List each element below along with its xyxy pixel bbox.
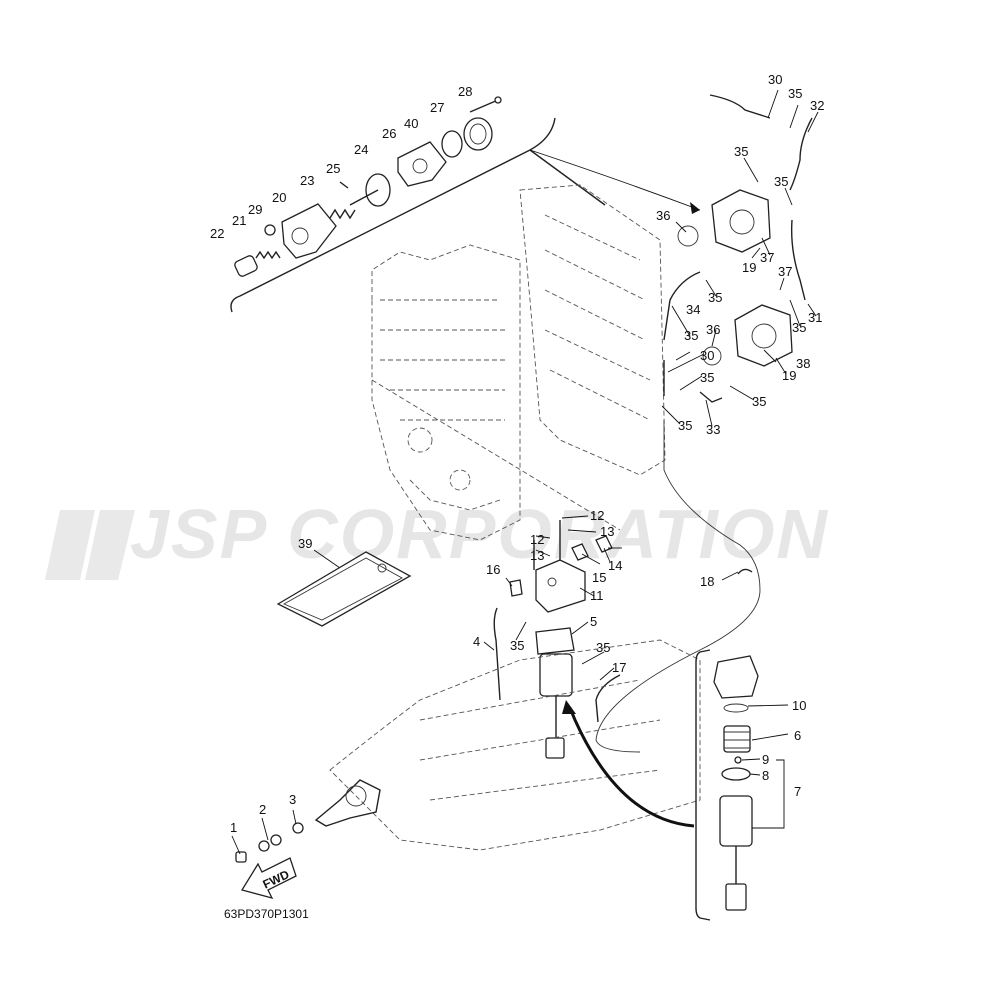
pump-hoses (595, 94, 813, 753)
callout-36a: 36 (656, 208, 670, 223)
callout-15: 15 (592, 570, 606, 585)
callout-35g: 35 (700, 370, 714, 385)
callout-35e: 35 (792, 320, 806, 335)
spring-part (255, 250, 281, 260)
callout-34: 34 (686, 302, 700, 317)
callout-35j: 35 (510, 638, 524, 653)
callout-13a: 13 (530, 548, 544, 563)
lower-unit (314, 639, 701, 851)
drain-parts (231, 809, 304, 863)
pump-body-part (281, 203, 337, 259)
callout-13b: 13 (600, 524, 614, 539)
gasket-part (463, 117, 493, 151)
callout-16: 16 (486, 562, 500, 577)
callout-40: 40 (404, 116, 418, 131)
callout-5: 5 (590, 614, 597, 629)
callout-35i: 35 (678, 418, 692, 433)
callout-6: 6 (794, 728, 801, 743)
callout-7: 7 (794, 784, 801, 799)
nut-part (264, 224, 276, 236)
callout-35h: 35 (752, 394, 766, 409)
callout-37b: 37 (778, 264, 792, 279)
callout-39: 39 (298, 536, 312, 551)
callout-38: 38 (796, 356, 810, 371)
callout-11: 11 (590, 588, 604, 603)
callout-26: 26 (382, 126, 396, 141)
plunger-part (234, 255, 258, 277)
callout-2: 2 (259, 802, 266, 817)
check-disc-part (441, 130, 463, 158)
callout-33: 33 (706, 422, 720, 437)
callout-37a: 37 (760, 250, 774, 265)
callout-35k: 35 (596, 640, 610, 655)
callout-35d: 35 (708, 290, 722, 305)
callout-27: 27 (430, 100, 444, 115)
upper-fuel-pump (677, 189, 771, 253)
callout-30b: 30 (700, 348, 714, 363)
callout-17: 17 (612, 660, 626, 675)
callout-29: 29 (248, 202, 262, 217)
callout-30a: 30 (768, 72, 782, 87)
callout-28: 28 (458, 84, 472, 99)
spring-part-2 (329, 208, 356, 220)
right-leaders (661, 89, 819, 427)
callout-20: 20 (272, 190, 286, 205)
callout-19b: 19 (782, 368, 796, 383)
callout-3: 3 (289, 792, 296, 807)
callout-25: 25 (326, 161, 340, 176)
center-leaders (313, 379, 753, 681)
callout-35f: 35 (684, 328, 698, 343)
drawing-code: 63PD370P1301 (224, 907, 309, 921)
callout-12a: 12 (530, 532, 544, 547)
pump-cover-part (397, 141, 447, 187)
callout-8: 8 (762, 768, 769, 783)
callout-19a: 19 (742, 260, 756, 275)
callout-21: 21 (232, 213, 246, 228)
detail-arrow (562, 700, 695, 828)
watermark-text: JSP CORPORATION (130, 495, 829, 573)
card-part (276, 551, 412, 627)
callout-31: 31 (808, 310, 822, 325)
callout-9: 9 (762, 752, 769, 767)
callout-32: 32 (810, 98, 824, 113)
callout-35c: 35 (774, 174, 788, 189)
cylinder-head (519, 184, 666, 476)
callout-22: 22 (210, 226, 224, 241)
callout-35a: 35 (788, 86, 802, 101)
group-arrow (529, 149, 701, 214)
watermark: JSP CORPORATION (45, 495, 829, 580)
engine-block (371, 244, 521, 541)
callout-12b: 12 (590, 508, 604, 523)
callout-23: 23 (300, 173, 314, 188)
lower-fuel-pump (702, 304, 793, 367)
pump-internals-group (230, 96, 606, 313)
callout-18: 18 (700, 574, 714, 589)
callouts: 1 2 3 4 5 6 7 8 9 10 11 12 12 13 13 14 1… (210, 72, 824, 835)
filter-detail-box (695, 649, 789, 921)
callout-36b: 36 (706, 322, 720, 337)
callout-24: 24 (354, 142, 368, 157)
callout-10: 10 (792, 698, 806, 713)
fwd-arrow: FWD (240, 857, 297, 899)
callout-1: 1 (230, 820, 237, 835)
callout-4: 4 (473, 634, 480, 649)
bracket-part (535, 559, 586, 613)
callout-35b: 35 (734, 144, 748, 159)
callout-14: 14 (608, 558, 622, 573)
